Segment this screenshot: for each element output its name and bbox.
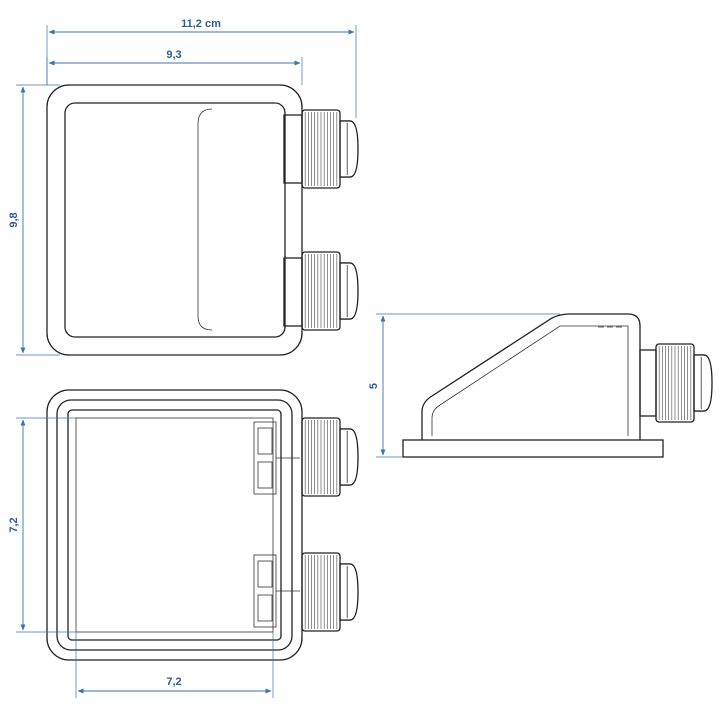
side-view-base-plate (402, 439, 664, 458)
dimension-body-width: 9,3 (46, 49, 303, 85)
terminal-block-2 (253, 554, 300, 628)
dimension-overall-width: 11,2 cm (46, 18, 357, 118)
inner-width-label: 7,2 (166, 676, 181, 688)
cable-gland-top-1 (301, 109, 359, 189)
cable-gland-bottom-2 (301, 552, 359, 632)
terminal-block-1 (253, 421, 300, 495)
dimension-inner-height: 7,2 (8, 417, 76, 633)
top-height-label: 9,8 (8, 212, 20, 227)
bottom-view (46, 389, 303, 661)
bottom-view-cavity (75, 417, 274, 633)
cable-gland-side-1 (655, 343, 713, 423)
top-view-lid-seam (197, 108, 213, 331)
bottom-view-inner-frame (67, 409, 282, 641)
side-view-housing (421, 313, 641, 440)
dimension-inner-width: 7,2 (75, 632, 274, 698)
bottom-view-middle-frame (56, 399, 293, 651)
cable-gland-bottom-1 (301, 417, 359, 497)
overall-width-label: 11,2 cm (181, 18, 221, 30)
side-view-inner-contour (431, 325, 629, 436)
side-height-label: 5 (368, 383, 380, 389)
cable-gland-side (655, 343, 713, 423)
bottom-view-outer-frame (46, 389, 303, 661)
top-view (46, 84, 303, 356)
side-gland-base (639, 349, 657, 417)
gland-base-top-2 (283, 257, 303, 327)
dimension-top-height: 9,8 (8, 84, 60, 356)
top-view-outer-frame (46, 84, 303, 356)
top-view-inner-panel (64, 102, 286, 338)
gland-base-top-1 (283, 114, 303, 184)
inner-height-label: 7,2 (8, 517, 20, 532)
cable-gland-top-2 (301, 251, 359, 331)
cable-glands-bottom (301, 417, 359, 632)
dimension-side-height: 5 (368, 313, 560, 458)
body-width-label: 9,3 (166, 49, 181, 61)
side-view (402, 313, 664, 458)
cable-glands-top (301, 109, 359, 331)
